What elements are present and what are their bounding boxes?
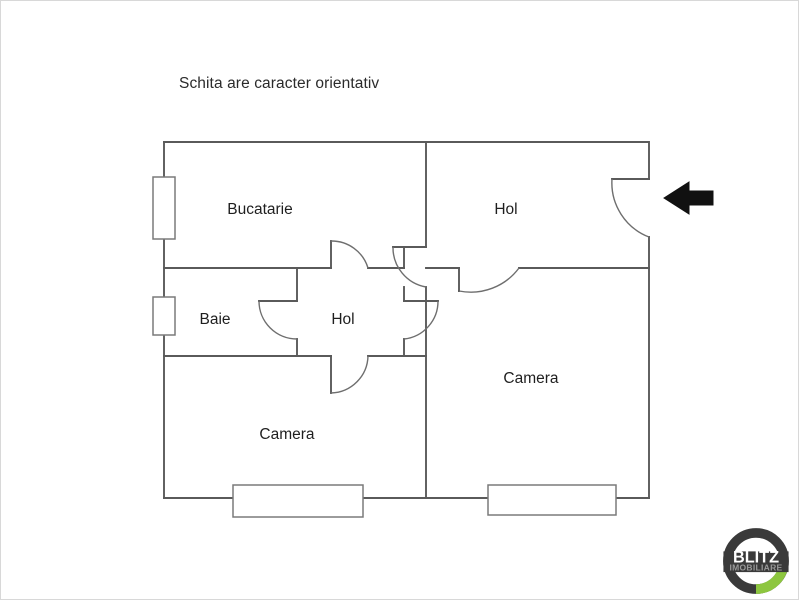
logo-subtitle-text: IMOBILIARE [729, 563, 782, 573]
logo-text-band [723, 551, 789, 573]
logo-accent-arc [755, 568, 788, 594]
room-label-camera-left: Camera [259, 426, 315, 443]
door-bucatarie-center [330, 240, 369, 269]
door-group [258, 178, 650, 394]
entry-arrow-icon [663, 181, 714, 215]
door-hol-right [403, 300, 439, 340]
door-entry [611, 178, 650, 238]
door-hol-camera-left [330, 355, 369, 394]
door-bucatarie-hol [392, 246, 427, 288]
window-baie [152, 296, 176, 336]
window-group [152, 176, 617, 518]
door-baie [258, 300, 298, 340]
page-title: Schita are caracter orientativ [179, 75, 380, 92]
interior-walls [163, 141, 650, 499]
window-bucatarie [152, 176, 176, 240]
brand-logo: BLITZ IMOBILIARE [723, 528, 789, 594]
window-camera-right [487, 484, 617, 516]
door-hol-camera-right [458, 267, 520, 293]
outer-walls [163, 141, 650, 499]
room-label-hol-entry: Hol [494, 201, 517, 218]
logo-brand-text: BLITZ [733, 548, 779, 566]
room-label-baie: Baie [199, 311, 230, 328]
room-label-hol-center: Hol [331, 311, 354, 328]
room-label-camera-right: Camera [503, 370, 559, 387]
room-labels: Bucatarie Hol Baie Hol Camera Camera [199, 201, 558, 443]
window-camera-left [232, 484, 364, 518]
room-label-bucatarie: Bucatarie [227, 201, 292, 218]
